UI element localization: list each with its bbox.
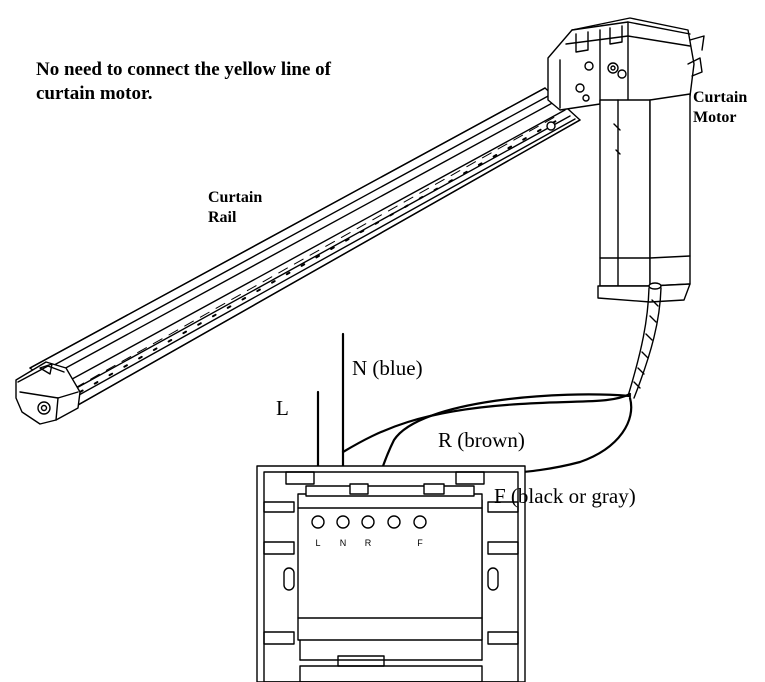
terminal-label-l: L <box>315 538 320 548</box>
terminal-label-r: R <box>365 538 372 548</box>
motor-cable <box>627 282 662 399</box>
terminal-module <box>297 483 483 641</box>
n-loop <box>341 392 632 454</box>
motor-body <box>597 93 691 303</box>
note-text: No need to connect the yellow line of cu… <box>36 58 356 106</box>
wire-label-f: F (black or gray) <box>494 484 636 508</box>
rail-label-line-1: Curtain <box>208 189 263 206</box>
terminal-label-f: F <box>417 538 423 548</box>
wire-label-r: R (brown) <box>438 428 525 452</box>
terminal-label-n: N <box>340 538 347 548</box>
note-line-2: curtain motor. <box>36 83 153 104</box>
terminal-labels: L N R F <box>315 538 423 548</box>
motor-label: Curtain Motor <box>693 88 747 128</box>
rail-end-cap <box>15 361 81 425</box>
motor-label-line-2: Motor <box>693 109 737 126</box>
motor-label-line-1: Curtain <box>693 89 748 106</box>
wire-label-l: L <box>276 396 289 420</box>
motor-head <box>546 17 705 131</box>
rail-label: Curtain Rail <box>208 188 262 228</box>
curtain-rail <box>29 87 581 406</box>
wire-label-n: N (blue) <box>352 356 423 380</box>
rail-label-line-2: Rail <box>208 209 237 226</box>
note-line-1: No need to connect the yellow line of <box>36 59 331 80</box>
